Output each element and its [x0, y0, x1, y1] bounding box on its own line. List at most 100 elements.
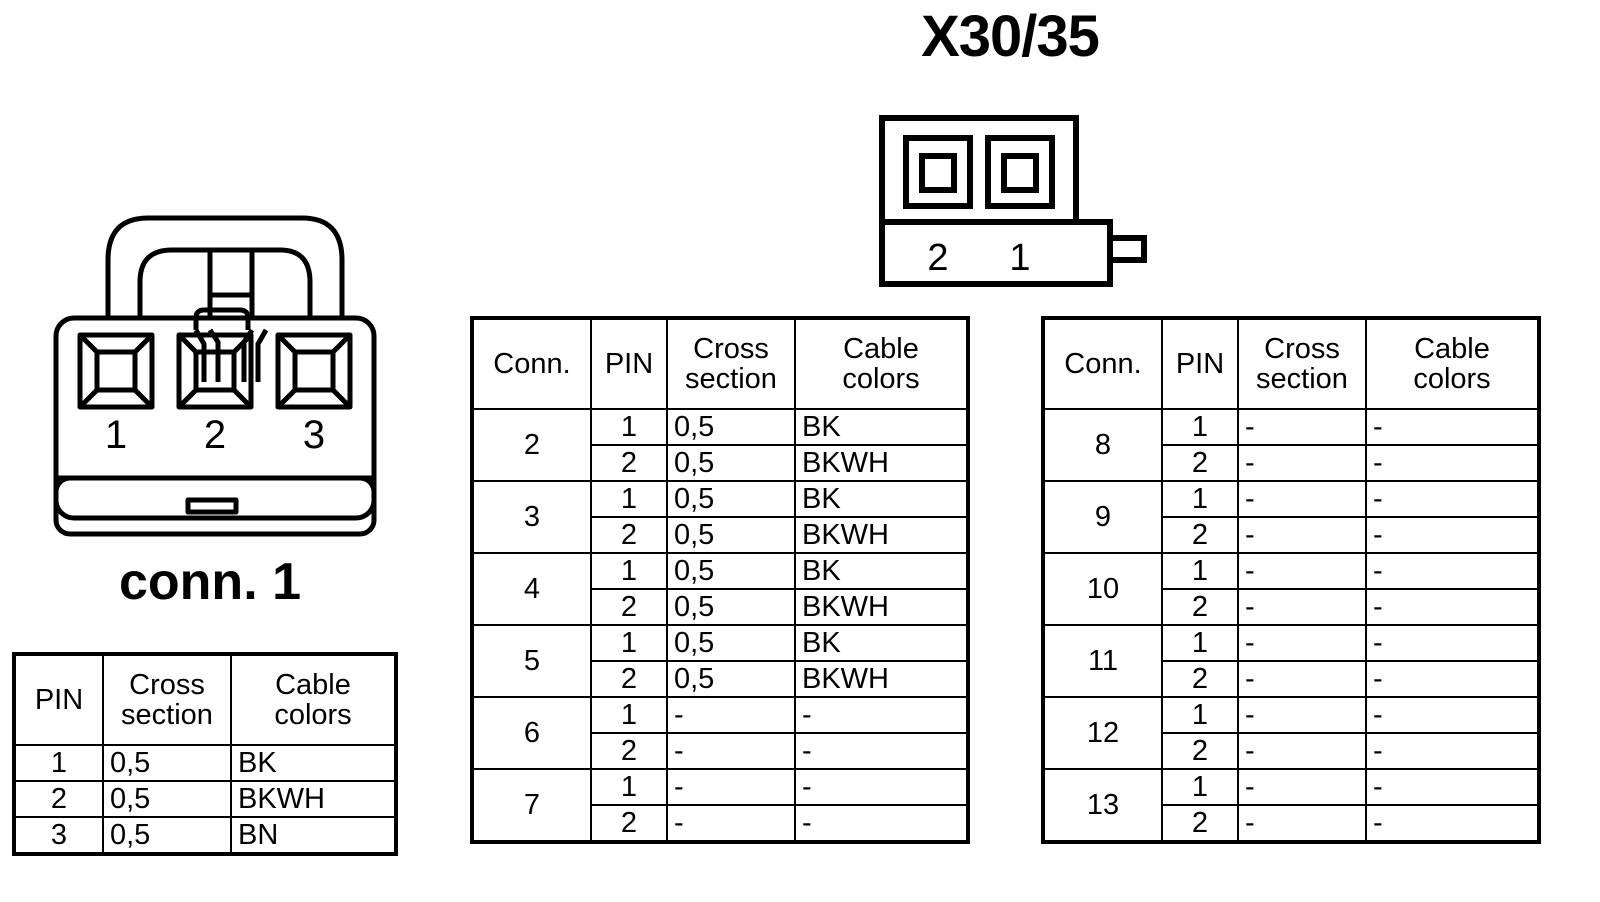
cell-pin: 2: [1161, 588, 1239, 626]
keyway-slot: [185, 497, 239, 515]
cell-conn: 13: [1043, 768, 1163, 842]
cell-conn: 6: [472, 696, 592, 770]
cell-pin: 2: [1161, 732, 1239, 770]
cell-cross-section: -: [1237, 768, 1367, 806]
cell-cable-colors: -: [794, 732, 968, 770]
cell-pin: 2: [1161, 444, 1239, 482]
table-conn1: PIN Cross section Cable colors 1 0,5 BK …: [12, 652, 398, 856]
cell-cable-colors: -: [1365, 732, 1539, 770]
cell-cross-section: -: [1237, 624, 1367, 662]
header-cross-section: Cross section: [1237, 318, 1367, 410]
cell-cable-colors: BKWH: [794, 444, 968, 482]
cell-cable-colors: -: [1365, 696, 1539, 734]
cell-cable-colors: -: [1365, 408, 1539, 446]
cell-pin: 1: [590, 768, 668, 806]
header-pin: PIN: [1161, 318, 1239, 410]
header-cable-colors: Cable colors: [1365, 318, 1539, 410]
cell-cross-section: -: [1237, 660, 1367, 698]
header-cross-section: Cross section: [666, 318, 796, 410]
cell-conn: 7: [472, 768, 592, 842]
cell-cable-colors: -: [794, 804, 968, 842]
cell-pin: 1: [1161, 408, 1239, 446]
cell-cross-section: 0,5: [666, 516, 796, 554]
header-cable-line2: colors: [1413, 363, 1491, 395]
table-row: 2--: [1044, 588, 1539, 626]
cell-cable-colors: -: [1365, 588, 1539, 626]
header-cable-colors: Cable colors: [794, 318, 968, 410]
latch-clip-left-taper: [207, 328, 221, 382]
cell-cross-section: 0,5: [102, 780, 232, 818]
cell-cross-section: 0,5: [102, 744, 232, 782]
latch-clip-right-outer: [255, 328, 269, 382]
header-cable-colors: Cable colors: [230, 654, 396, 746]
cell-cross-section: -: [666, 696, 796, 734]
locking-tab: [1107, 235, 1147, 263]
pin-cavity-1: [77, 332, 155, 410]
cell-pin: 2: [590, 444, 668, 482]
cell-cross-section: -: [1237, 732, 1367, 770]
cell-cable-colors: BK: [230, 744, 396, 782]
header-cable-line1: Cable: [843, 332, 919, 365]
cell-pin: 2: [590, 660, 668, 698]
header-conn: Conn.: [472, 318, 592, 410]
pin-cavity-2: [176, 332, 254, 410]
cell-cross-section: 0,5: [666, 624, 796, 662]
header-cable-line2: colors: [274, 699, 352, 731]
cell-pin: 1: [1161, 552, 1239, 590]
table-row: 1 0,5 BK: [14, 744, 396, 782]
cell-conn: 12: [1043, 696, 1163, 770]
table-row: 2--: [1044, 516, 1539, 554]
table-row: 2--: [473, 732, 968, 770]
cell-cable-colors: BK: [794, 624, 968, 662]
cell-pin: 2: [590, 732, 668, 770]
table-header-row: PIN Cross section Cable colors: [14, 654, 396, 746]
cell-cable-colors: -: [1365, 768, 1539, 806]
cell-pin: 1: [590, 408, 668, 446]
cell-cable-colors: -: [1365, 444, 1539, 482]
cell-cross-section: -: [1237, 408, 1367, 446]
cell-cross-section: -: [1237, 480, 1367, 518]
cell-cable-colors: -: [794, 696, 968, 734]
housing-lower: [879, 219, 1113, 287]
cell-cable-colors: BKWH: [794, 588, 968, 626]
header-cross-line1: Cross: [1264, 332, 1340, 365]
cell-conn: 9: [1043, 480, 1163, 554]
cell-pin: 1: [590, 552, 668, 590]
table-header-row: Conn. PIN Cross section Cable colors: [472, 318, 968, 410]
table-row: 2--: [1044, 444, 1539, 482]
page-title: X30/35: [921, 4, 1100, 69]
cell-cross-section: -: [666, 732, 796, 770]
cell-cable-colors: BKWH: [794, 516, 968, 554]
table-header-row: Conn. PIN Cross section Cable colors: [1043, 318, 1539, 410]
cell-cross-section: -: [1237, 552, 1367, 590]
cell-cross-section: 0,5: [666, 588, 796, 626]
cell-conn: 8: [1043, 408, 1163, 482]
connector-diagram-conn1: 1 2 3: [53, 215, 377, 537]
cell-cable-colors: -: [1365, 624, 1539, 662]
latch-clip-head: [193, 307, 251, 330]
cell-cross-section: 0,5: [102, 816, 232, 854]
table-row: 2--: [1044, 732, 1539, 770]
cell-cross-section: 0,5: [666, 408, 796, 446]
pin-number-2: 2: [204, 413, 226, 457]
cell-pin: 2: [590, 804, 668, 842]
pin-number-2: 2: [927, 237, 948, 279]
cell-pin: 2: [590, 588, 668, 626]
cell-cable-colors: BK: [794, 408, 968, 446]
cell-pin: 1: [1161, 480, 1239, 518]
header-cable-line1: Cable: [275, 668, 351, 701]
header-pin: PIN: [590, 318, 668, 410]
